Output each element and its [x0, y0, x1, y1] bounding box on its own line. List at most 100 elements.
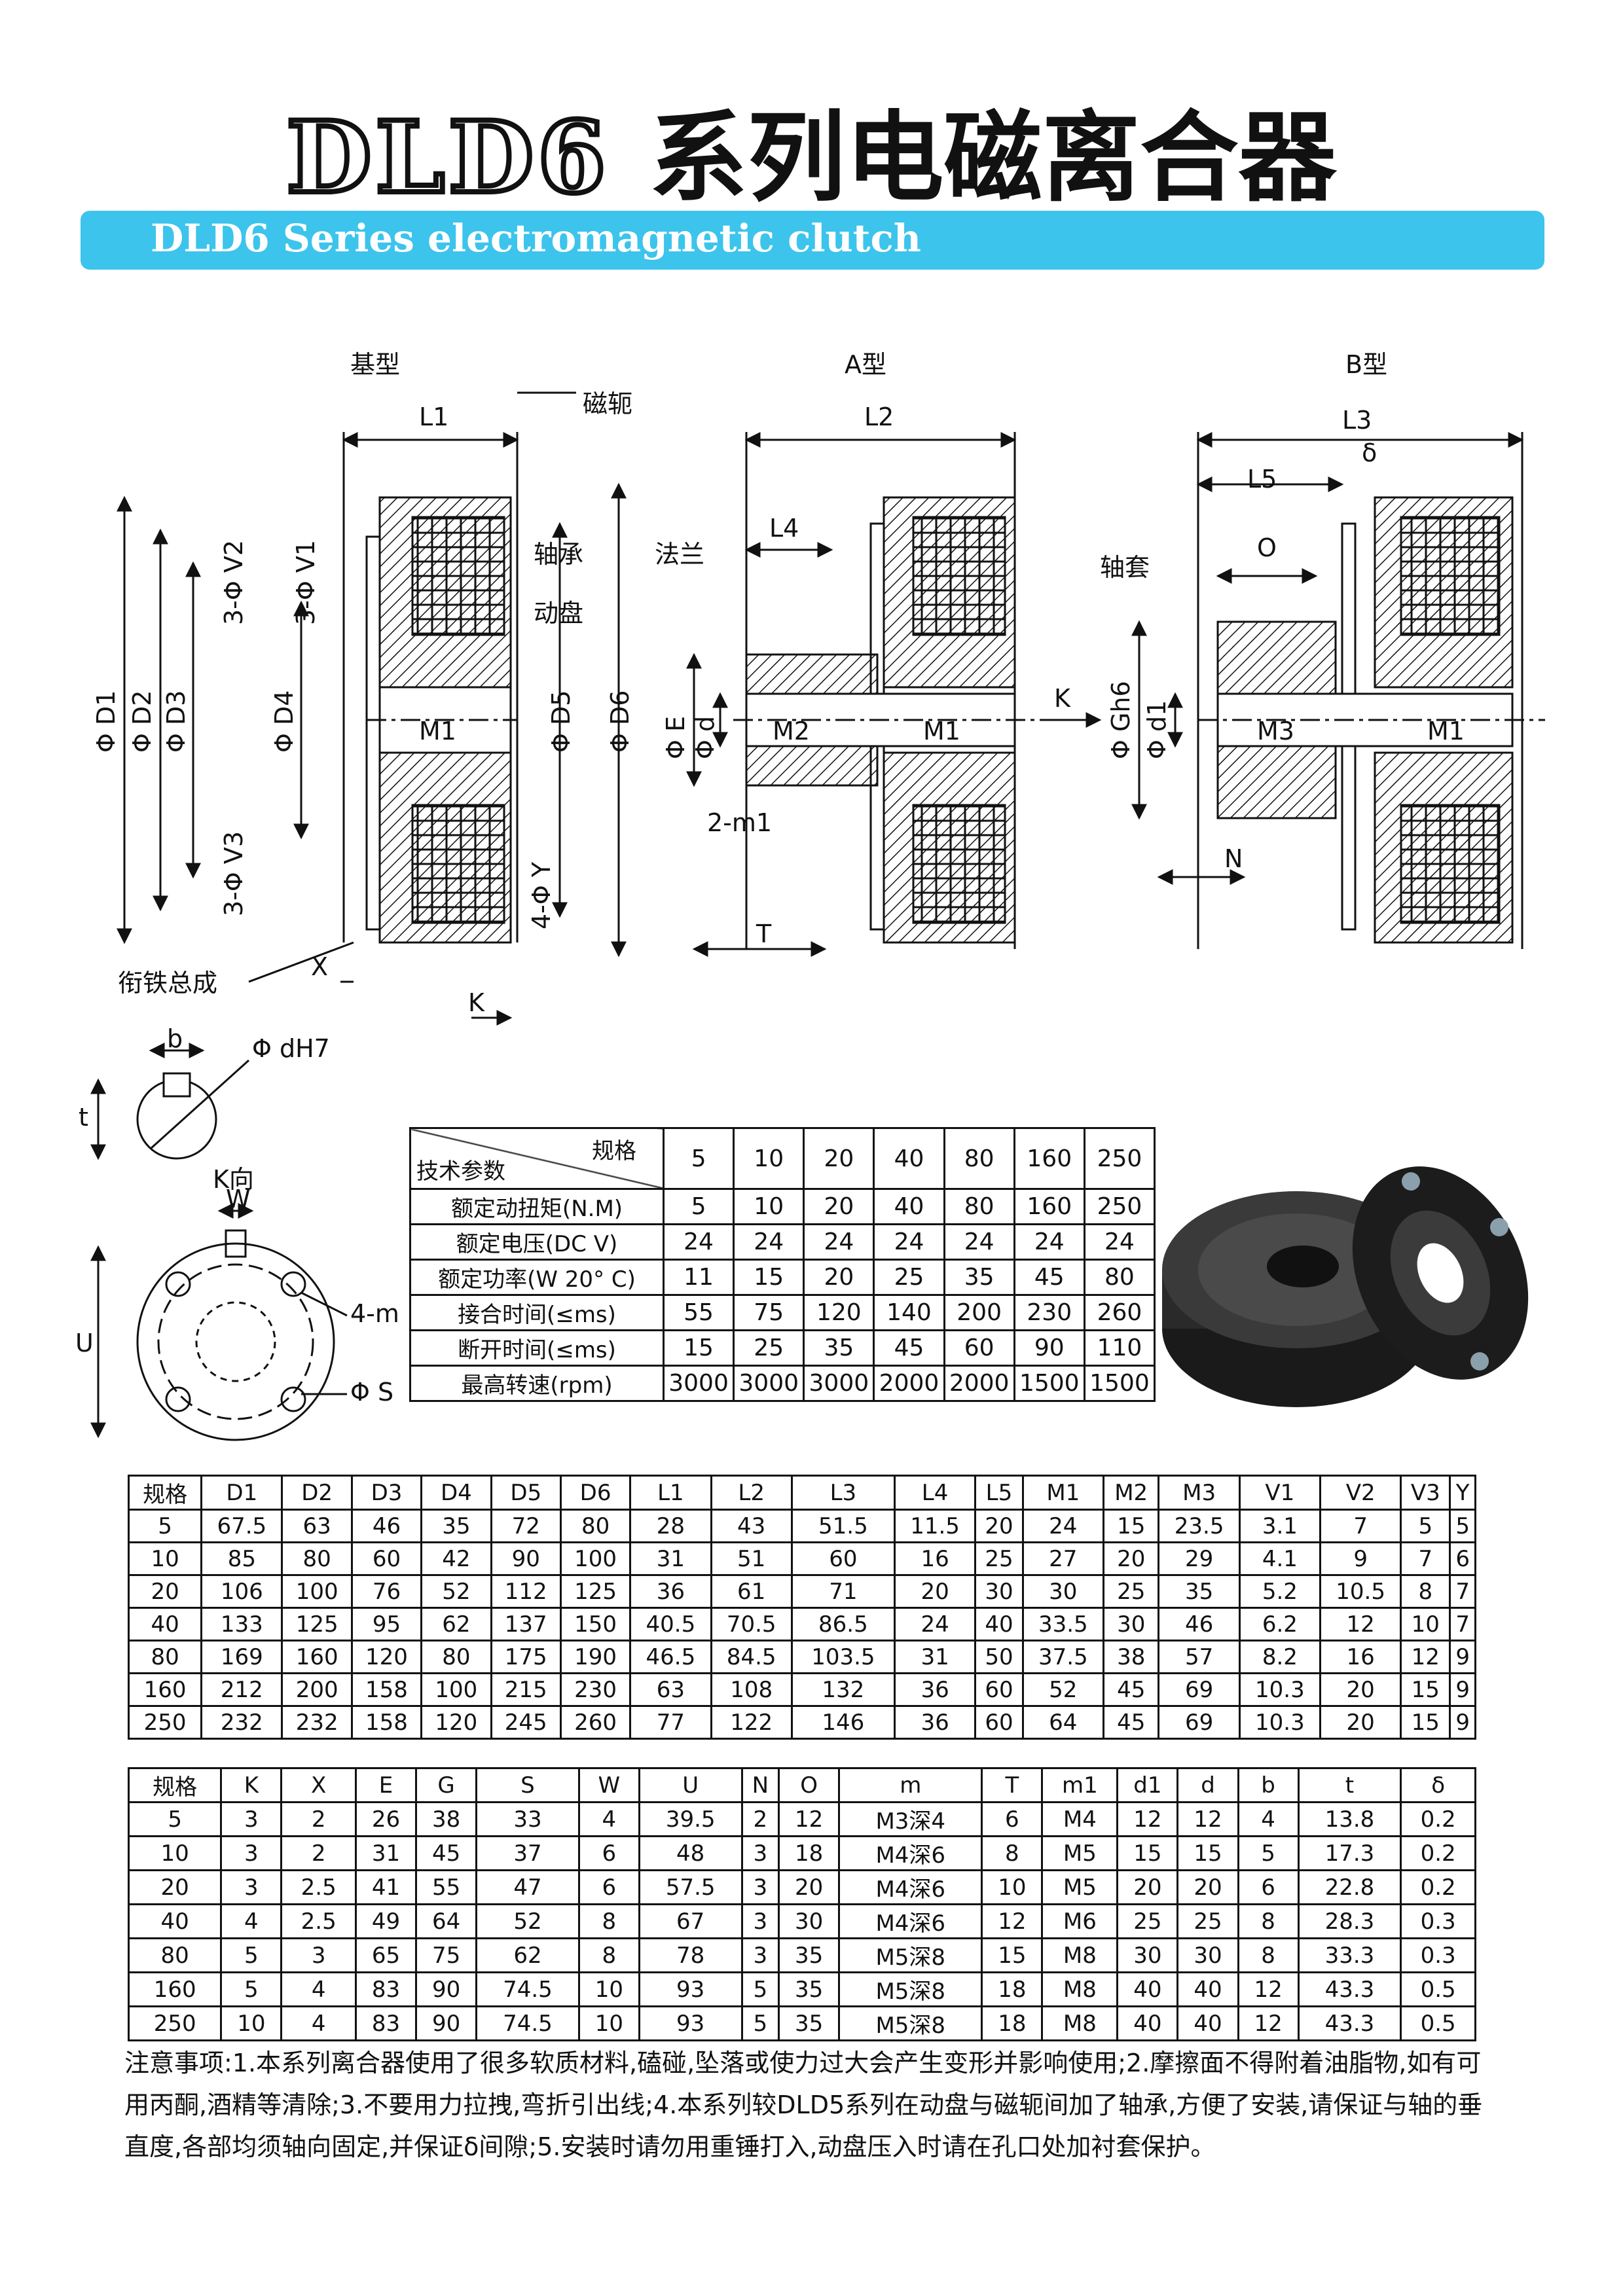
dim-cell: 160 — [281, 1640, 353, 1674]
tech-header-row: 规格 技术参数 5 10 20 40 80 160 250 — [409, 1127, 1156, 1190]
tech-spec-header: 40 — [873, 1127, 945, 1190]
tech-cell: 35 — [943, 1259, 1015, 1296]
dim-cell: 103.5 — [790, 1640, 896, 1674]
tech-cell: 75 — [733, 1294, 805, 1331]
dim-header-cell: D1 — [200, 1475, 283, 1511]
label-k-view: K向 — [213, 1165, 254, 1194]
dim-cell: 33.3 — [1297, 1937, 1402, 1973]
dim-cell: 18 — [778, 1835, 841, 1871]
dim-cell: 132 — [790, 1672, 896, 1707]
dim-header-cell: O — [778, 1767, 841, 1803]
dim-cell: 6 — [577, 1835, 640, 1871]
dim-cell: 93 — [638, 1971, 743, 2007]
dim-cell: 46 — [1158, 1607, 1241, 1641]
tech-corner-bottom: 技术参数 — [416, 1158, 505, 1185]
dim-cell: 35 — [1158, 1574, 1241, 1609]
label-disc: 动盘 — [534, 599, 583, 628]
dim-cell: 36 — [893, 1672, 977, 1707]
label-D6: Φ D6 — [606, 691, 634, 753]
dim-header-cell: N — [740, 1767, 780, 1803]
tech-row-label: 断开时间(≤ms) — [409, 1329, 665, 1367]
dim-cell: 80 — [127, 1640, 203, 1674]
tech-spec-header: 250 — [1083, 1127, 1156, 1190]
a-type-view — [686, 432, 1102, 957]
dim-cell: 45 — [1102, 1705, 1160, 1740]
dim-cell: 33 — [475, 1801, 580, 1837]
dim-cell: 36 — [893, 1705, 977, 1740]
tech-cell: 35 — [803, 1329, 875, 1367]
dim-cell: 26 — [354, 1801, 418, 1837]
dim-cell: 40 — [127, 1607, 203, 1641]
dim-cell: 5 — [127, 1509, 203, 1543]
label-K: K — [468, 988, 485, 1017]
dim-cell: 158 — [350, 1705, 423, 1740]
tech-cell: 3000 — [803, 1365, 875, 1402]
dim-cell: 4 — [280, 2005, 357, 2041]
tech-cell: 60 — [943, 1329, 1015, 1367]
dim-cell: 9 — [1449, 1640, 1476, 1674]
label-W: W — [226, 1185, 251, 1213]
tech-spec-header: 5 — [662, 1127, 735, 1190]
dim-header-cell: U — [638, 1767, 743, 1803]
dim-cell: 40 — [974, 1607, 1024, 1641]
dim-cell: 7 — [1449, 1607, 1476, 1641]
dim-cell: 7 — [1400, 1541, 1451, 1576]
dim-cell: 2.5 — [280, 1903, 357, 1939]
tech-spec-header: 80 — [943, 1127, 1015, 1190]
label-E: Φ E — [661, 716, 690, 759]
dim-cell: 0.2 — [1400, 1869, 1476, 1905]
tech-row-label: 最高转速(rpm) — [409, 1365, 665, 1402]
label-D2: Φ D2 — [128, 691, 156, 753]
dim-header-cell: t — [1297, 1767, 1402, 1803]
dim-cell: 30 — [1116, 1937, 1179, 1973]
label-delta-b: δ — [1362, 439, 1377, 467]
tech-row-label: 额定功率(W 20° C) — [409, 1259, 665, 1296]
dim-cell: 31 — [354, 1835, 418, 1871]
title-model: DLD6 — [283, 98, 610, 218]
dim-cell: 35 — [778, 2005, 841, 2041]
dim-cell: 78 — [638, 1937, 743, 1973]
dim-cell: 120 — [350, 1640, 423, 1674]
tech-cell: 1500 — [1083, 1365, 1156, 1402]
dim-cell: 23.5 — [1158, 1509, 1241, 1543]
dim-cell: 232 — [281, 1705, 353, 1740]
dim-cell: 20 — [893, 1574, 977, 1609]
label-view-a: A型 — [845, 350, 886, 379]
tech-cell: 15 — [662, 1329, 735, 1367]
label-sleeve: 轴套 — [1100, 553, 1150, 582]
dim-cell: 83 — [354, 2005, 418, 2041]
dim-cell: 20 — [974, 1509, 1024, 1543]
dim-cell: M8 — [1041, 2005, 1119, 2041]
tech-row-label: 额定电压(DC V) — [409, 1223, 665, 1261]
tech-cell: 24 — [873, 1223, 945, 1261]
dim-cell: 10 — [981, 1869, 1044, 1905]
dim-cell: 5 — [220, 1937, 283, 1973]
dim-cell: 30 — [778, 1903, 841, 1939]
dim-cell: 51 — [710, 1541, 793, 1576]
dim-cell: 57.5 — [638, 1869, 743, 1905]
tech-params-table: 规格 技术参数 5 10 20 40 80 160 250 额定动扭矩(N.M)… — [409, 1127, 1156, 1402]
dim-cell: 57 — [1158, 1640, 1241, 1674]
dim-cell: 60 — [974, 1705, 1024, 1740]
dim-cell: 45 — [1102, 1672, 1160, 1707]
dim-cell: 0.5 — [1400, 1971, 1476, 2007]
dim-cell: 12 — [1400, 1640, 1451, 1674]
dim-header-cell: d1 — [1116, 1767, 1179, 1803]
dim-cell: 12 — [1237, 1971, 1300, 2007]
dim-cell: 4 — [1237, 1801, 1300, 1837]
tech-cell: 20 — [803, 1259, 875, 1296]
dim-cell: 0.5 — [1400, 2005, 1476, 2041]
dim-cell: 150 — [559, 1607, 632, 1641]
dim-cell: M8 — [1041, 1937, 1119, 1973]
label-X: X — [311, 952, 328, 981]
